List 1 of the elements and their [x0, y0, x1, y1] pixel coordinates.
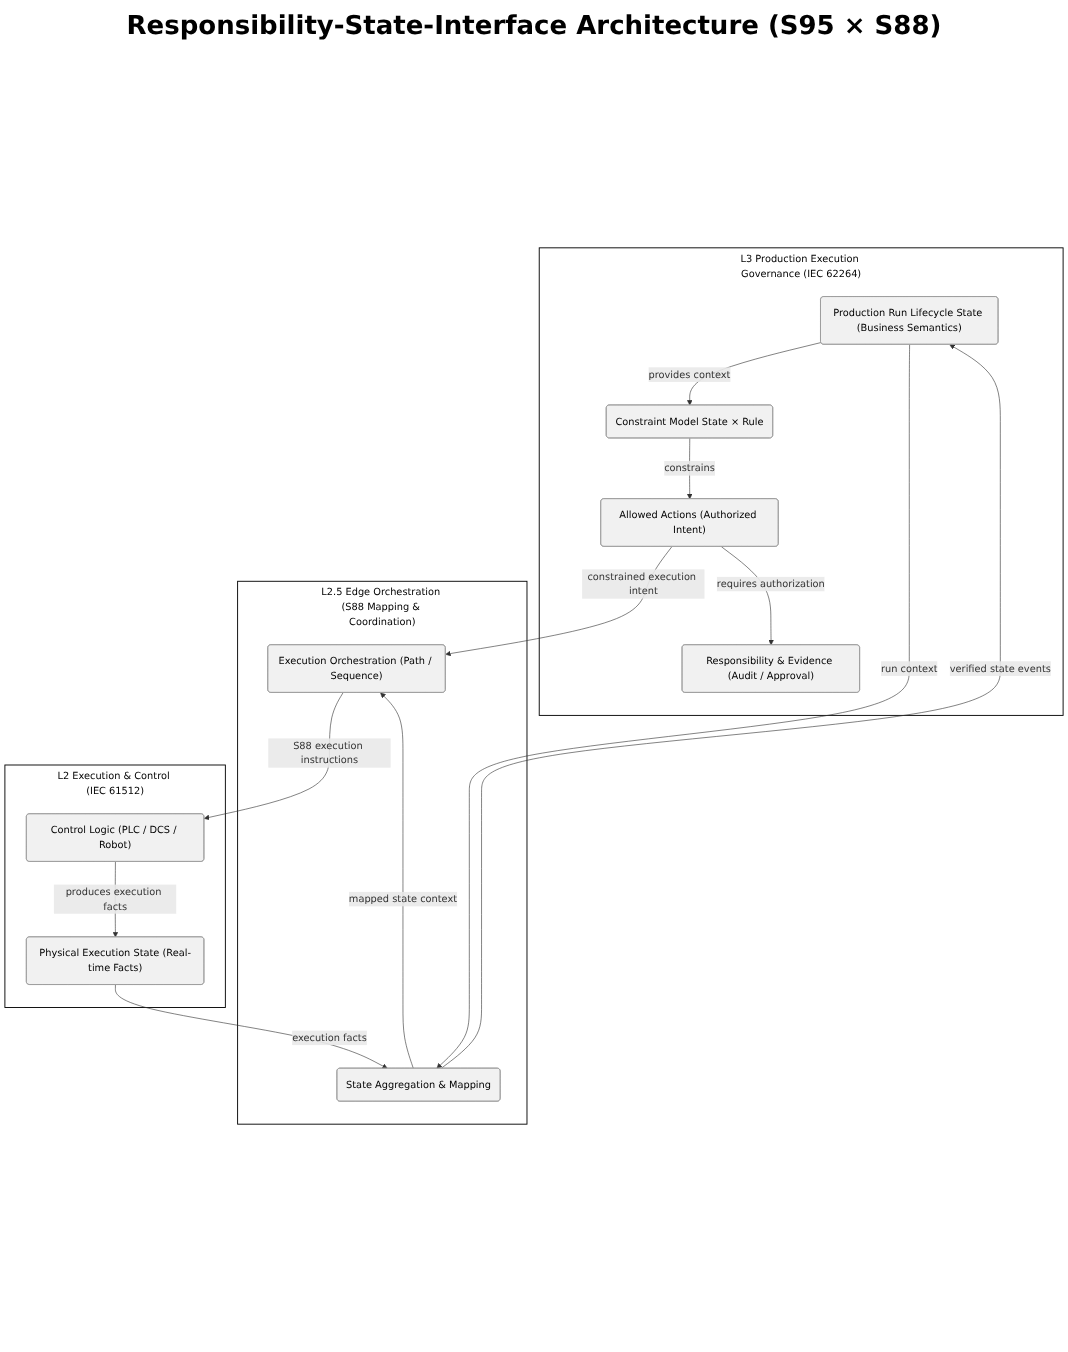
diagram-title: Responsibility-State-Interface Architecture (S95 × S88)	[124, 12, 944, 42]
